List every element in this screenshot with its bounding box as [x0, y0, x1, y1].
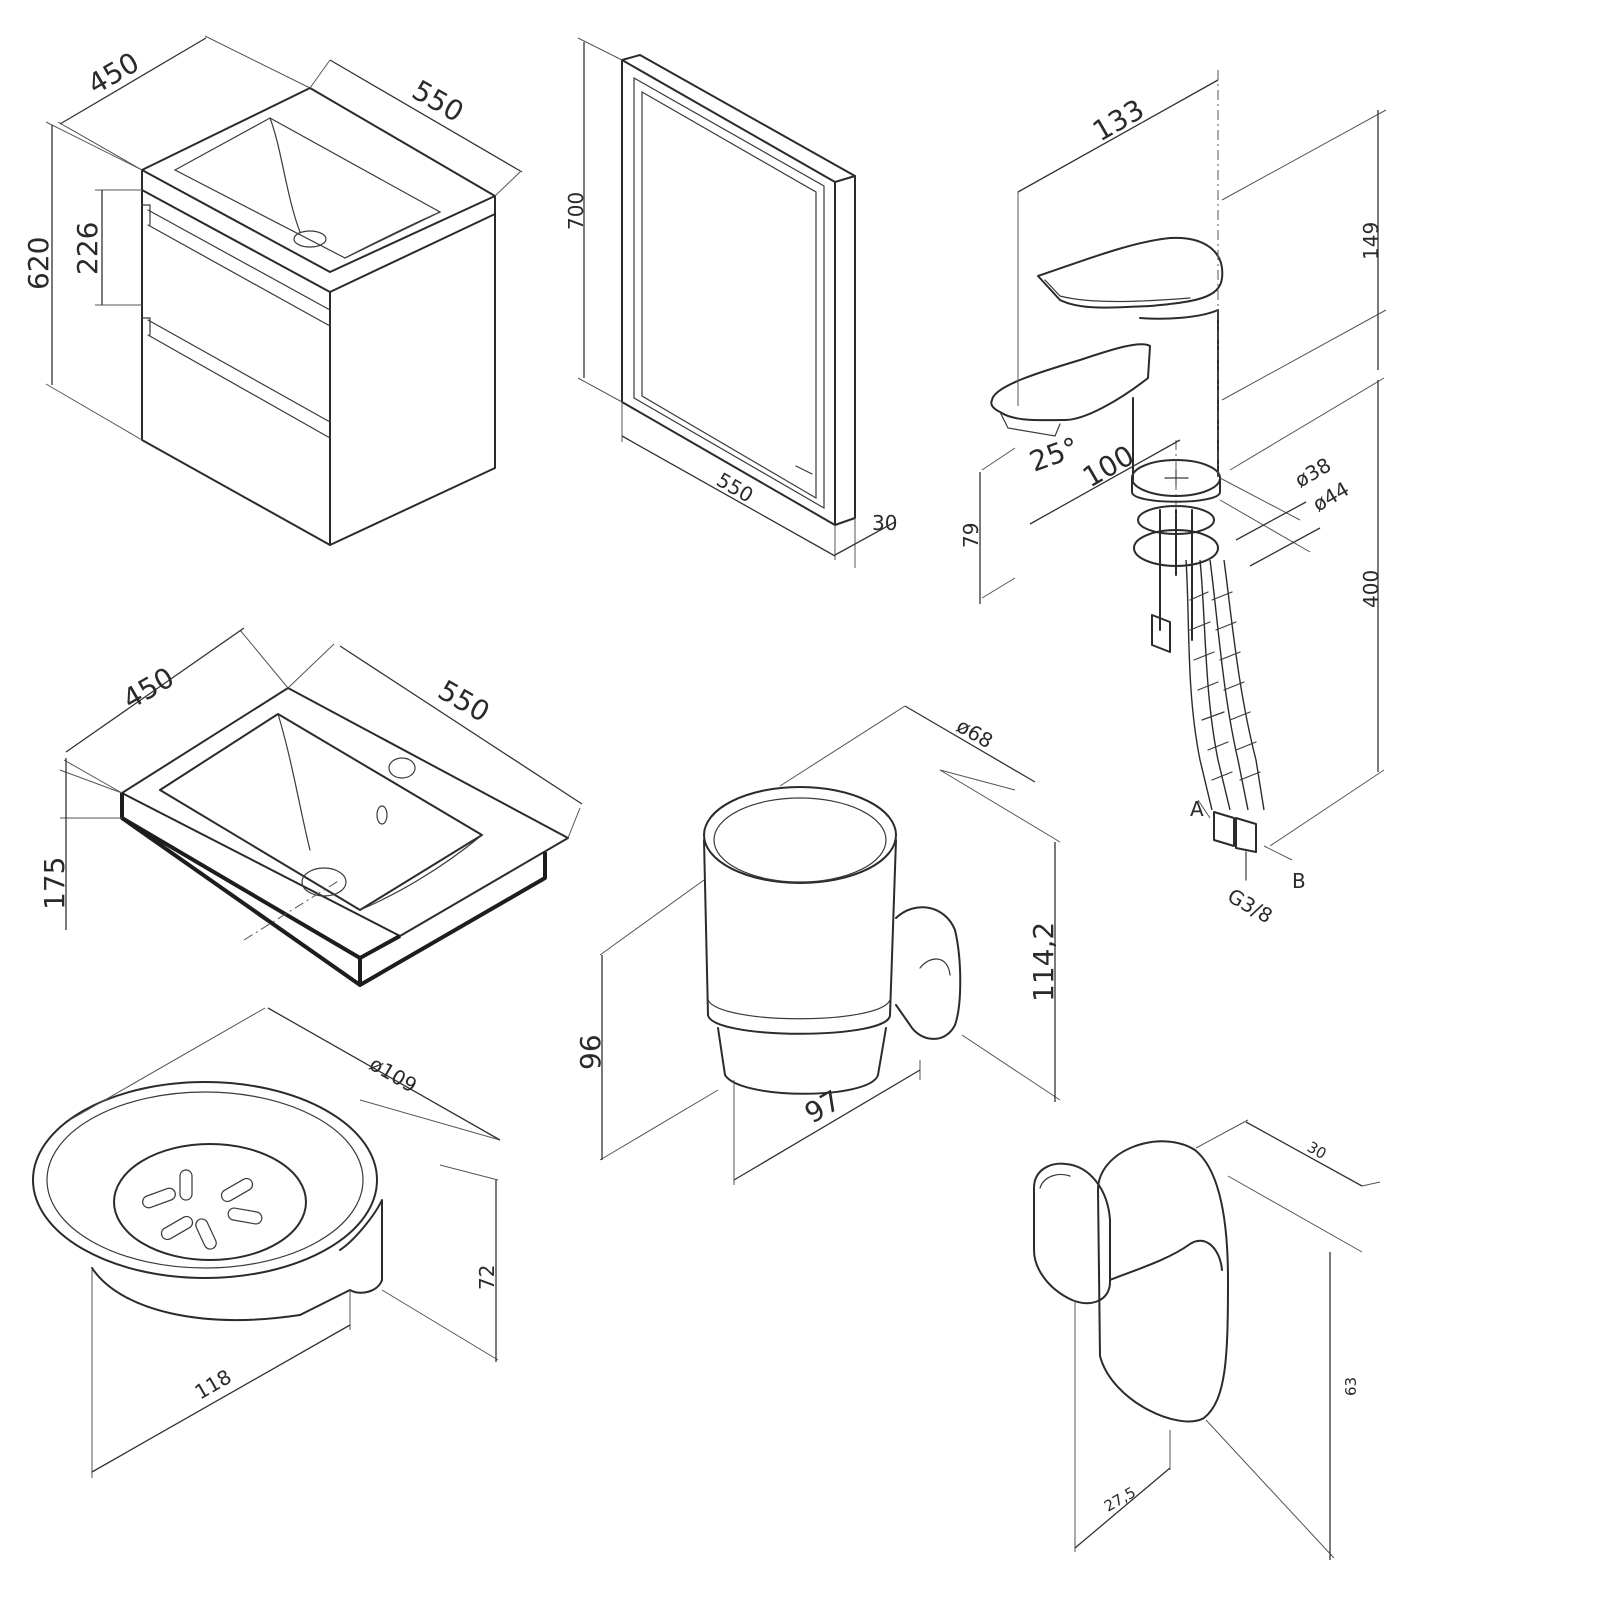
mirror-inner-frame [633, 76, 825, 510]
basin-drain [301, 867, 347, 897]
basin-drawing: 450 550 175 [38, 627, 583, 987]
faucet-spout-height-label: 79 [959, 523, 983, 548]
vanity-drain [293, 230, 327, 248]
faucet-angle-label: 25° [1025, 431, 1083, 479]
tumbler-height-total-label: 114,2 [1027, 922, 1060, 1002]
soap-dish-bowl [91, 1267, 301, 1321]
faucet-height-label: 149 [1359, 222, 1383, 260]
faucet-spout [990, 343, 1151, 422]
hook-width-label: 30 [1304, 1138, 1330, 1163]
soap-dish-rim [32, 1081, 378, 1279]
soap-dish-drawing: ø109 72 118 [32, 1007, 501, 1478]
hook-height-label: 63 [1342, 1377, 1360, 1396]
vanity-cabinet-drawing: 450 550 620 226 [22, 35, 523, 546]
mirror-frame [621, 59, 836, 526]
vanity-side-face [329, 213, 496, 546]
faucet-label-a: A [1190, 797, 1204, 821]
mirror-drawing: 700 550 30 [564, 37, 897, 568]
mirror-height-label: 700 [564, 192, 588, 230]
basin-tap-hole [388, 757, 416, 779]
basin-width-label: 550 [433, 673, 496, 728]
faucet-reach-label: 133 [1087, 93, 1150, 148]
tumbler-holder-bracket [895, 906, 962, 1040]
vanity-drawer-label: 226 [71, 222, 104, 275]
faucet-drawing: 133 149 100 25° 79 ø38 ø44 400 A B G3/8 [959, 70, 1387, 929]
vanity-height-label: 620 [22, 237, 55, 290]
tumbler-cup [703, 839, 897, 1035]
hook-arm [1109, 1239, 1223, 1281]
vanity-width-label: 550 [407, 73, 470, 128]
mirror-width-label: 550 [713, 468, 758, 508]
soap-dish-grid [113, 1143, 307, 1261]
soap-dish-diameter-label: ø109 [366, 1052, 422, 1098]
hook-head [1033, 1162, 1111, 1305]
basin-depth-label: 450 [117, 661, 180, 716]
basin-edge [120, 793, 401, 960]
soap-dish-height-label: 72 [475, 1265, 499, 1290]
vanity-bowl-outline [173, 117, 442, 259]
faucet-nut [1151, 614, 1171, 653]
faucet-hose-length-label: 400 [1359, 570, 1383, 608]
soap-dish-drain-slots [142, 1169, 263, 1250]
tumbler-drawing: ø68 114,2 96 97 [574, 705, 1061, 1185]
vanity-front-face [141, 189, 331, 546]
basin-top-face [121, 687, 569, 937]
basin-height-label: 175 [38, 857, 71, 910]
faucet-lever [1037, 236, 1224, 309]
vanity-drawer-top [147, 209, 331, 439]
faucet-label-b: B [1292, 869, 1306, 893]
faucet-thread-label: G3/8 [1224, 884, 1277, 929]
mirror-side [834, 175, 856, 526]
soap-dish-bracket [299, 1199, 383, 1316]
faucet-hose-fitting [1213, 811, 1257, 853]
tumbler-base [717, 1027, 887, 1095]
hook-drawing: 30 63 27,5 [1033, 1119, 1381, 1560]
soap-dish-projection-label: 118 [191, 1364, 236, 1404]
tumbler-rim [703, 786, 897, 884]
hook-back-plate [1097, 1140, 1229, 1423]
tumbler-height-cup-label: 96 [574, 1034, 607, 1070]
vanity-top-edge [141, 169, 496, 293]
basin-overflow [376, 805, 388, 825]
mirror-thickness-label: 30 [872, 511, 897, 535]
faucet-spout-length-label: 100 [1077, 439, 1140, 494]
faucet-hoses [1185, 559, 1265, 811]
